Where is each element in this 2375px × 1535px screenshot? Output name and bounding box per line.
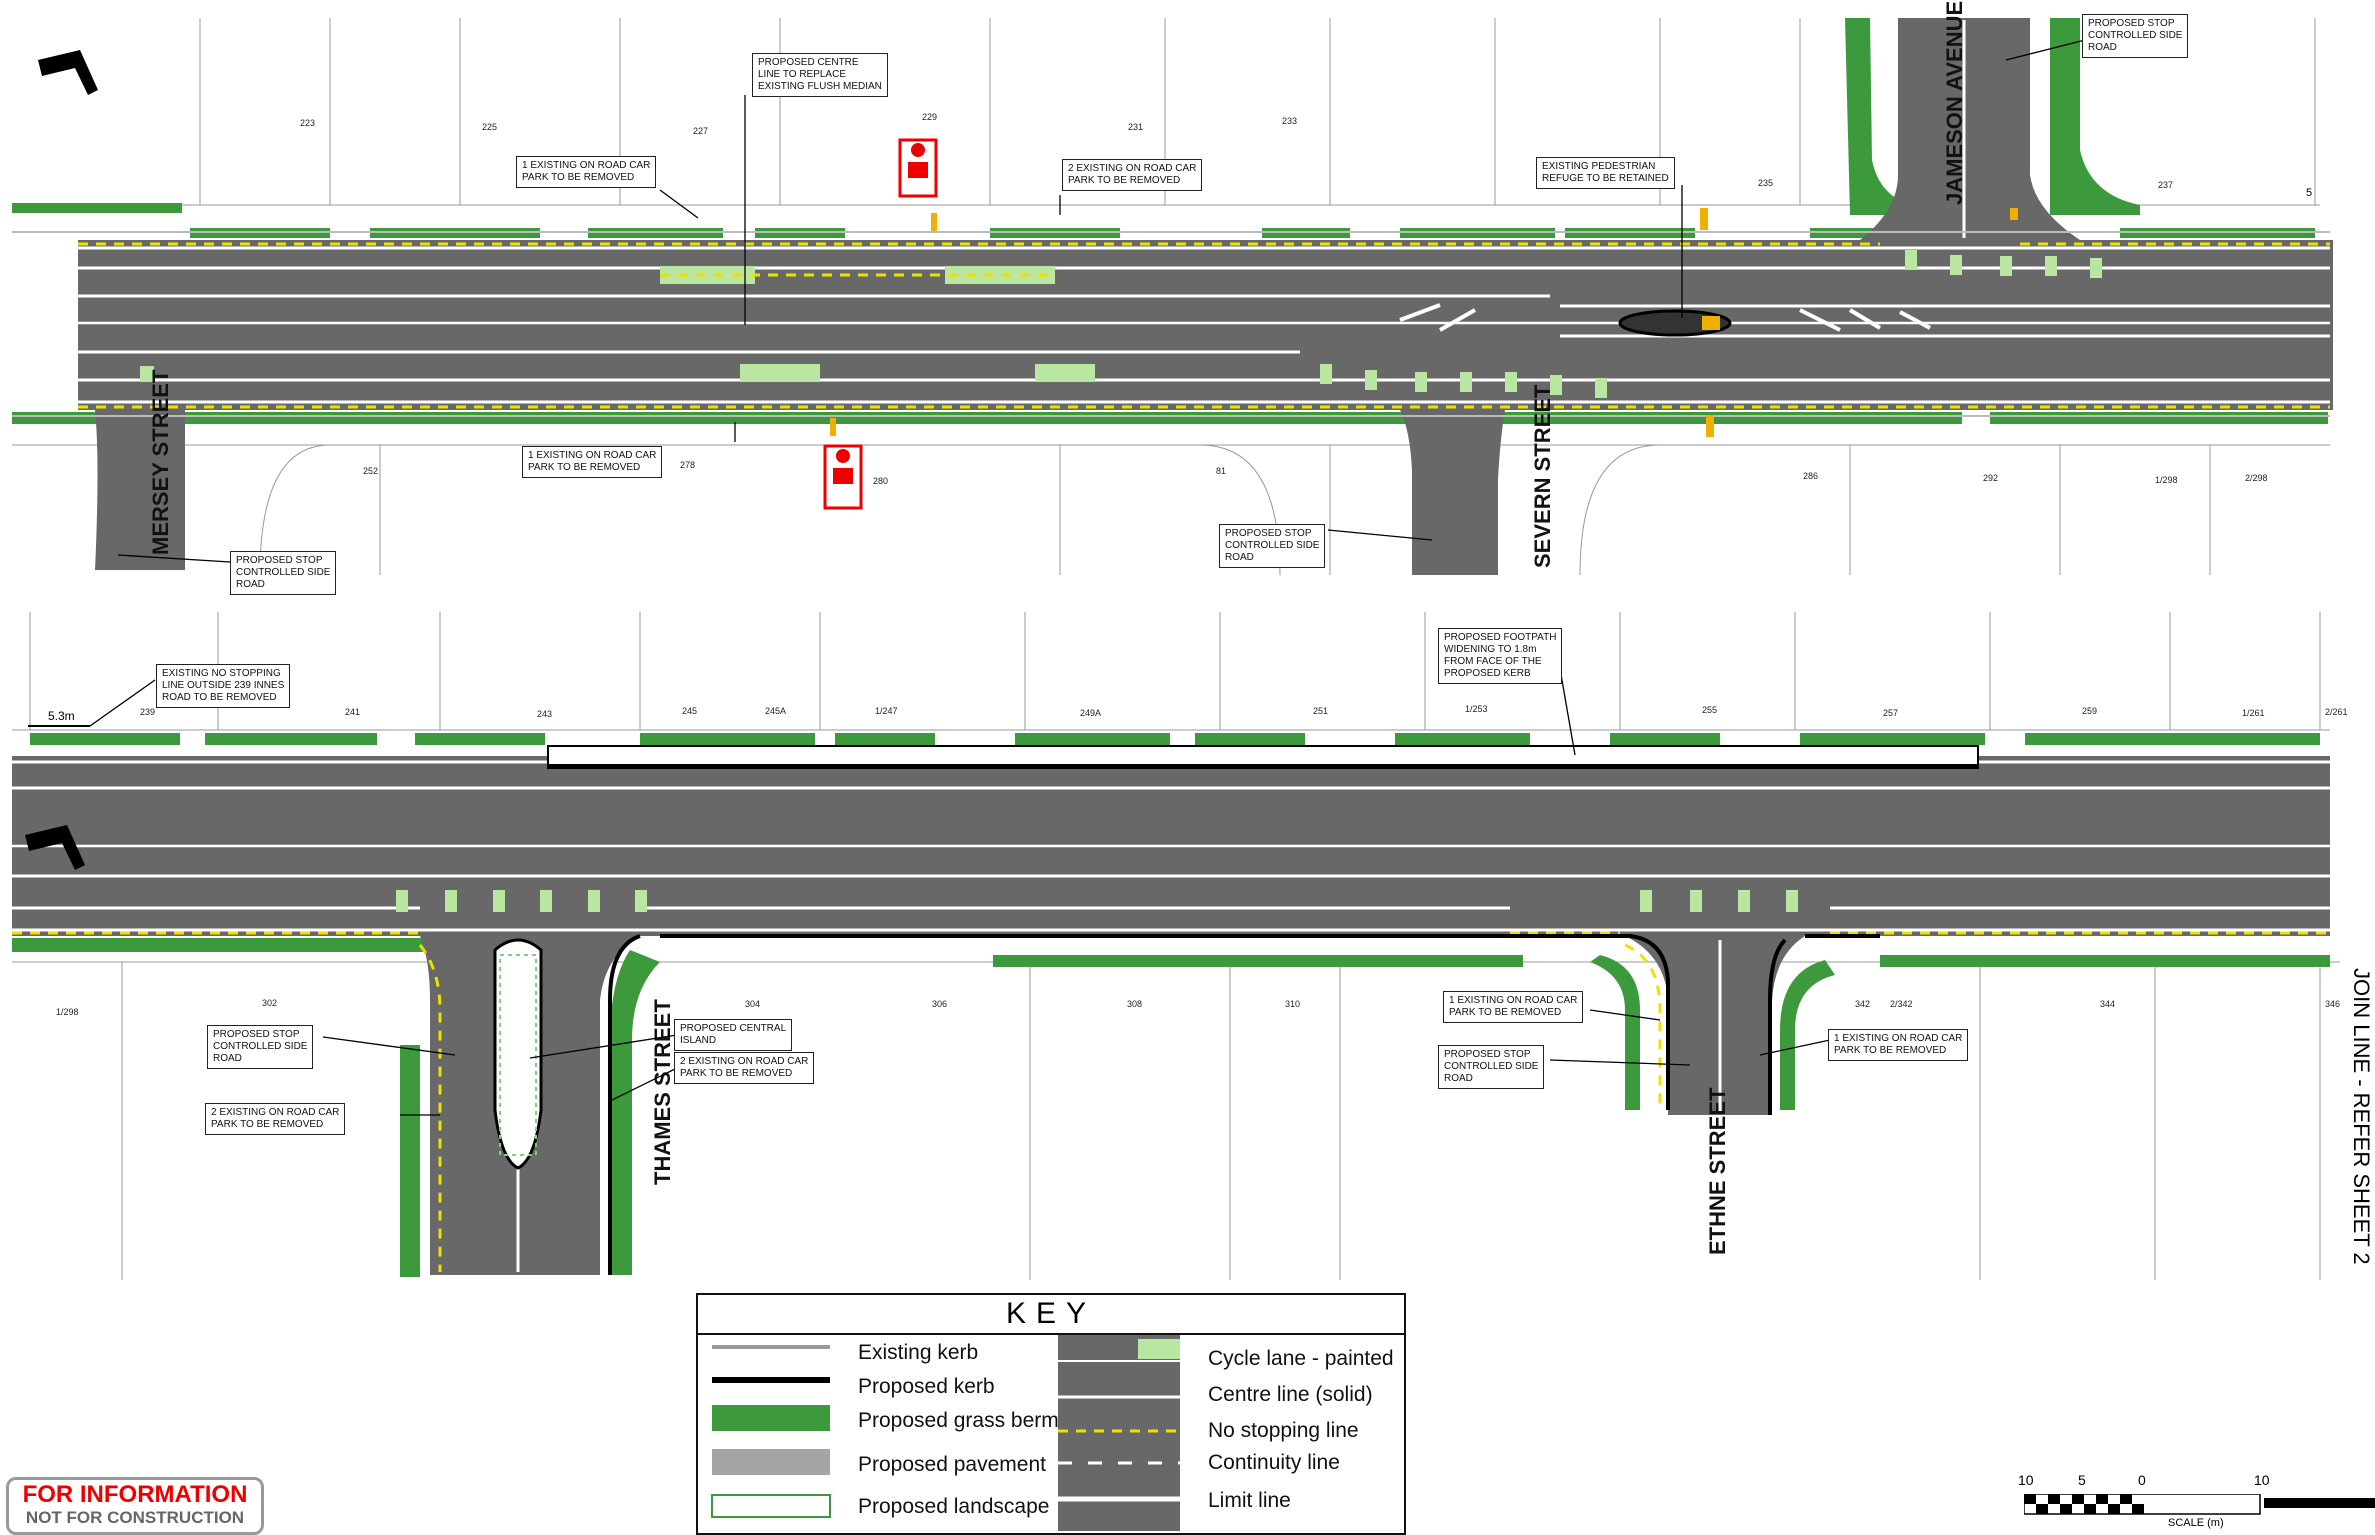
- svg-text:257: 257: [1883, 708, 1898, 718]
- callout-stop-ethne: PROPOSED STOP CONTROLLED SIDE ROAD: [1438, 1045, 1545, 1089]
- svg-text:344: 344: [2100, 999, 2115, 1009]
- lot-numbers-top-north: 223 225 227 229 231 233 235 237: [300, 112, 2173, 190]
- legend-no-stopping: No stopping line: [1208, 1419, 1359, 1442]
- svg-text:245A: 245A: [765, 706, 786, 716]
- svg-text:1/261: 1/261: [2242, 708, 2265, 718]
- callout-stop-severn: PROPOSED STOP CONTROLLED SIDE ROAD: [1219, 524, 1326, 568]
- svg-text:259: 259: [2082, 706, 2097, 716]
- callout-ped-refuge: EXISTING PEDESTRIAN REFUGE TO BE RETAINE…: [1536, 157, 1675, 189]
- callout-stop-jameson: PROPOSED STOP CONTROLLED SIDE ROAD: [2082, 14, 2189, 58]
- callout-stop-thames: PROPOSED STOP CONTROLLED SIDE ROAD: [207, 1025, 314, 1069]
- legend-title: KEY: [698, 1295, 1404, 1335]
- svg-text:233: 233: [1282, 116, 1297, 126]
- svg-text:342: 342: [1855, 999, 1870, 1009]
- svg-text:231: 231: [1128, 122, 1143, 132]
- bus-stop-sign-south: [823, 444, 863, 510]
- svg-text:278: 278: [680, 460, 695, 470]
- svg-text:310: 310: [1285, 999, 1300, 1009]
- dimension-bottom: 5.3m: [28, 709, 90, 727]
- svg-text:2/298: 2/298: [2245, 473, 2268, 483]
- callout-car-park-3: 1 EXISTING ON ROAD CAR PARK TO BE REMOVE…: [522, 446, 663, 478]
- svg-text:81: 81: [1216, 466, 1226, 476]
- property-lines-top: [12, 18, 2330, 576]
- legend-cycle-lane: Cycle lane - painted: [1208, 1347, 1394, 1370]
- svg-text:2/261: 2/261: [2325, 707, 2348, 717]
- svg-text:225: 225: [482, 122, 497, 132]
- callout-car-park-2: 2 EXISTING ON ROAD CAR PARK TO BE REMOVE…: [1062, 159, 1203, 191]
- legend-existing-kerb: Existing kerb: [858, 1341, 979, 1364]
- callout-car-park-7: 1 EXISTING ON ROAD CAR PARK TO BE REMOVE…: [1828, 1029, 1969, 1061]
- for-information-stamp: FOR INFORMATION NOT FOR CONSTRUCTION: [6, 1477, 264, 1535]
- street-jameson: JAMESON AVENUE: [1942, 1, 1967, 205]
- legend-continuity: Continuity line: [1208, 1451, 1340, 1474]
- bollards: [830, 208, 2018, 437]
- svg-text:241: 241: [345, 707, 360, 717]
- svg-text:1/247: 1/247: [875, 706, 898, 716]
- lot-numbers-bottom-north: 239 241 243 245 245A 1/247 249A 251 1/25…: [140, 704, 2348, 719]
- callout-car-park-4: 2 EXISTING ON ROAD CAR PARK TO BE REMOVE…: [674, 1052, 815, 1084]
- legend-limit-line: Limit line: [1208, 1489, 1291, 1512]
- existing-kerb-top: [12, 231, 2330, 417]
- svg-text:2/342: 2/342: [1890, 999, 1913, 1009]
- street-mersey: MERSEY STREET: [148, 369, 173, 555]
- legend-key: KEY Existing kerb Proposed kerb Proposed…: [696, 1293, 1406, 1535]
- callout-car-park-5: 2 EXISTING ON ROAD CAR PARK TO BE REMOVE…: [205, 1103, 346, 1135]
- lot-numbers-top-south: 252 278 280 81 286 292 1/298 2/298: [363, 460, 2268, 486]
- svg-text:243: 243: [537, 709, 552, 719]
- svg-text:292: 292: [1983, 473, 1998, 483]
- svg-text:227: 227: [693, 126, 708, 136]
- road-bottom: [12, 756, 2330, 1275]
- svg-text:304: 304: [745, 999, 760, 1009]
- callout-footpath: PROPOSED FOOTPATH WIDENING TO 1.8m FROM …: [1438, 628, 1563, 684]
- legend-pavement: Proposed pavement: [858, 1453, 1046, 1476]
- svg-text:302: 302: [262, 998, 277, 1008]
- svg-text:280: 280: [873, 476, 888, 486]
- legend-proposed-kerb: Proposed kerb: [858, 1375, 995, 1398]
- svg-text:308: 308: [1127, 999, 1142, 1009]
- street-ethne: ETHNE STREET: [1705, 1087, 1730, 1255]
- svg-text:5.3m: 5.3m: [48, 709, 75, 723]
- grass-berms-bottom: [12, 733, 2330, 1277]
- svg-text:346: 346: [2325, 999, 2340, 1009]
- callout-car-park-1: 1 EXISTING ON ROAD CAR PARK TO BE REMOVE…: [516, 156, 657, 188]
- dimension-top: 5: [2306, 187, 2312, 199]
- join-line-label: JOIN LINE - REFER SHEET 2: [2349, 968, 2374, 1265]
- legend-swatches: [711, 1335, 1180, 1531]
- north-arrow-top: [38, 50, 98, 95]
- legend-centre-line: Centre line (solid): [1208, 1383, 1373, 1406]
- leader-lines: [89, 39, 2086, 1116]
- svg-text:1/298: 1/298: [56, 1007, 79, 1017]
- central-island: [493, 938, 543, 1170]
- callout-centre-line: PROPOSED CENTRE LINE TO REPLACE EXISTING…: [752, 53, 888, 97]
- svg-text:235: 235: [1758, 178, 1773, 188]
- legend-grass-berm: Proposed grass berm: [858, 1409, 1059, 1432]
- street-severn: SEVERN STREET: [1530, 384, 1555, 568]
- svg-text:245: 245: [682, 706, 697, 716]
- svg-text:223: 223: [300, 118, 315, 128]
- svg-text:306: 306: [932, 999, 947, 1009]
- svg-text:255: 255: [1702, 705, 1717, 715]
- legend-landscape: Proposed landscape: [858, 1495, 1050, 1518]
- svg-text:286: 286: [1803, 471, 1818, 481]
- svg-text:1/253: 1/253: [1465, 704, 1488, 714]
- svg-text:1/298: 1/298: [2155, 475, 2178, 485]
- bus-stop-sign-north: [898, 138, 938, 198]
- callout-central-island: PROPOSED CENTRAL ISLAND: [674, 1019, 793, 1051]
- property-lines-bottom: [12, 612, 2340, 1280]
- callout-no-stopping: EXISTING NO STOPPING LINE OUTSIDE 239 IN…: [156, 664, 291, 708]
- svg-text:229: 229: [922, 112, 937, 122]
- svg-text:239: 239: [140, 707, 155, 717]
- svg-text:251: 251: [1313, 706, 1328, 716]
- callout-car-park-6: 1 EXISTING ON ROAD CAR PARK TO BE REMOVE…: [1443, 991, 1584, 1023]
- svg-text:252: 252: [363, 466, 378, 476]
- lot-numbers-bottom-south: 1/298 302 304 306 308 310 342 2/342 344 …: [56, 998, 2340, 1017]
- street-thames: THAMES STREET: [650, 999, 675, 1185]
- svg-text:237: 237: [2158, 180, 2173, 190]
- north-arrow-bottom: [25, 825, 85, 870]
- callout-stop-mersey: PROPOSED STOP CONTROLLED SIDE ROAD: [230, 551, 337, 595]
- road-top: [78, 18, 2333, 575]
- svg-text:249A: 249A: [1080, 708, 1101, 718]
